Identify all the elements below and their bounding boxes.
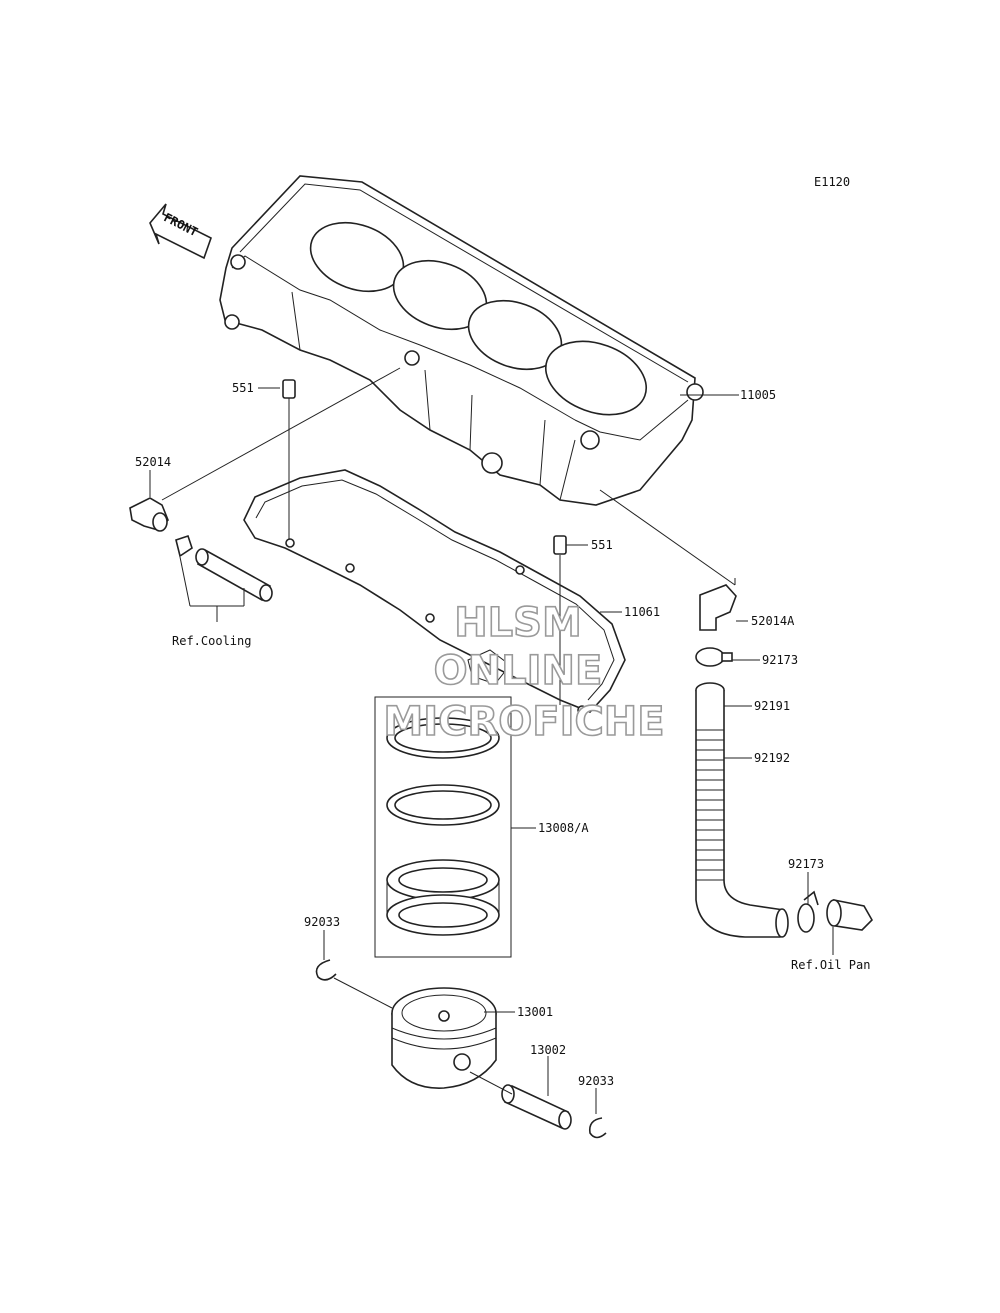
dowel-pin-top [282, 379, 296, 399]
piston-ring-set [374, 696, 512, 958]
circlip-right [588, 1117, 607, 1139]
elbow-fitting-left [129, 497, 169, 532]
callout-52014A: 52014A [751, 614, 795, 628]
callout-13001: 13001 [517, 1005, 553, 1019]
callout-92173-upper: 92173 [762, 653, 798, 667]
cooling-hose [175, 534, 273, 602]
callout-11005: 11005 [740, 388, 776, 402]
callout-13008A: 13008/A [538, 821, 589, 835]
circlip-left [315, 959, 337, 981]
callout-92192: 92192 [754, 751, 790, 765]
dowel-pin-mid [553, 535, 567, 555]
ref-oil-pan-label: Ref.Oil Pan [791, 958, 870, 972]
callout-551-top: 551 [232, 381, 254, 395]
callout-13002: 13002 [530, 1043, 566, 1057]
breather-hose [695, 682, 789, 938]
diagram-code: E1120 [814, 175, 850, 189]
piston-pin [501, 1084, 572, 1130]
watermark-line-3: MICROFICHE [383, 699, 664, 745]
callout-92191: 92191 [754, 699, 790, 713]
cylinder-block [219, 175, 704, 506]
front-arrow-icon: FRONT [149, 203, 212, 260]
callout-92033-right: 92033 [578, 1074, 614, 1088]
hose-clamp-upper [695, 647, 733, 667]
leader-lines [149, 367, 834, 1114]
callout-551-mid: 551 [591, 538, 613, 552]
head-gasket [243, 469, 626, 715]
watermark-line-1: HLSM [454, 600, 582, 646]
watermark: HLSM ONLINE MICROFICHE [383, 599, 666, 746]
callout-52014: 52014 [135, 455, 171, 469]
callout-11061: 11061 [624, 605, 660, 619]
hose-clamp-lower [797, 890, 819, 933]
ref-cooling-label: Ref.Cooling [172, 634, 251, 648]
callout-92033-left: 92033 [304, 915, 340, 929]
elbow-fitting-right [699, 584, 737, 631]
oil-pan-fitting [826, 899, 873, 931]
callout-92173-lower: 92173 [788, 857, 824, 871]
watermark-line-2: ONLINE [434, 648, 603, 694]
piston [391, 987, 497, 1089]
